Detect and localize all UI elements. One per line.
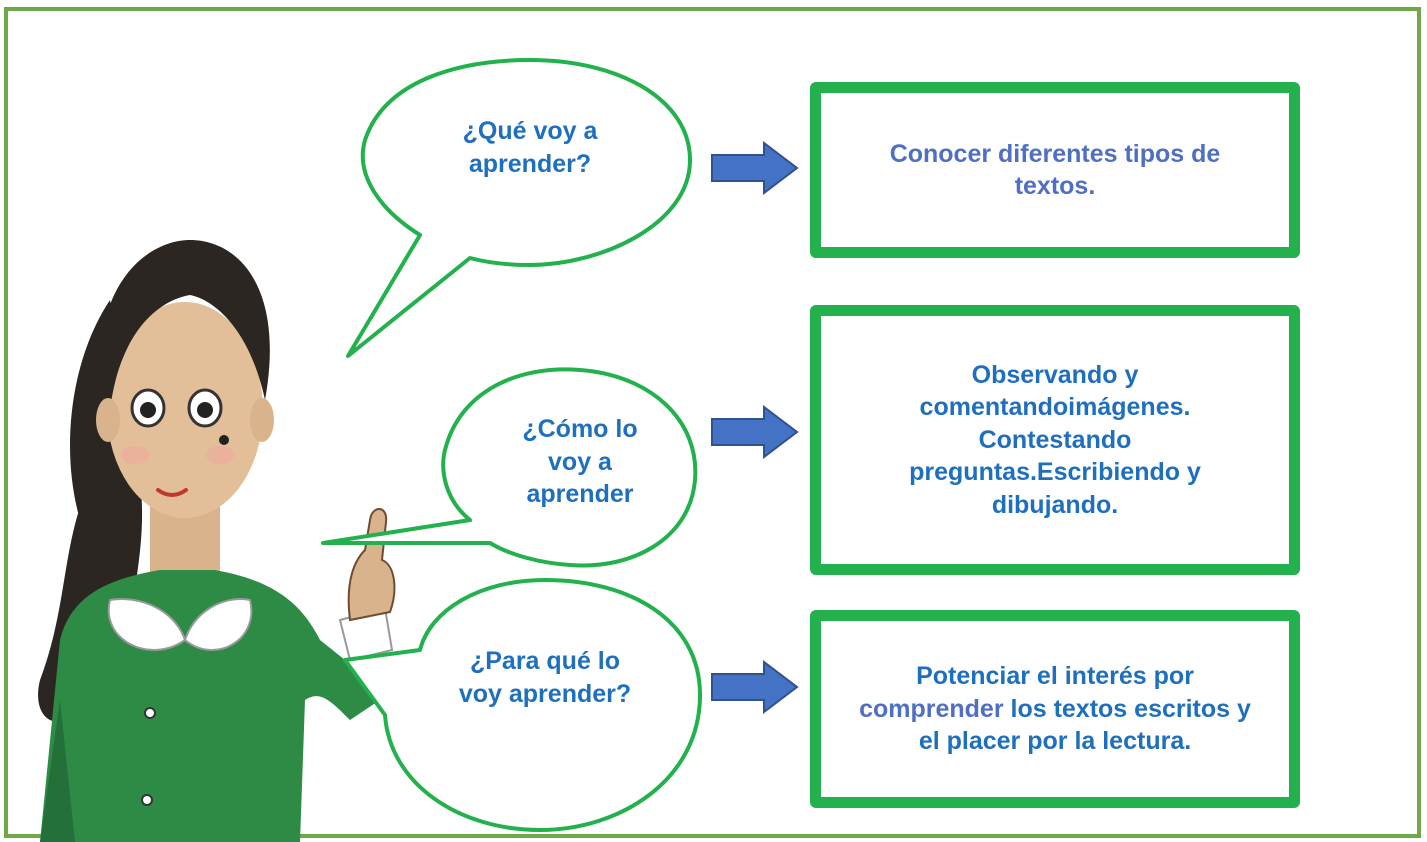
answer-que-text: Conocer diferentes tipos de textos. bbox=[889, 139, 1221, 201]
bubble-como bbox=[321, 367, 698, 568]
face bbox=[107, 302, 263, 518]
answer-para-after: los textos escritos y el placer por la l… bbox=[918, 694, 1251, 756]
collar-right bbox=[183, 598, 253, 651]
hair-top bbox=[99, 240, 270, 410]
answer-box-que: Conocer diferentes tipos de textos. bbox=[810, 82, 1300, 258]
mouth bbox=[156, 488, 188, 497]
arrow-que bbox=[711, 141, 799, 195]
left-cheek bbox=[121, 446, 149, 464]
question-para: ¿Para qué lo voy aprender? bbox=[458, 647, 632, 708]
answer-box-para: Potenciar el interés por comprender los … bbox=[810, 610, 1300, 808]
dress-button-2 bbox=[141, 794, 153, 806]
dress-button-1 bbox=[144, 707, 156, 719]
answer-como-text: Observando y comentandoimágenes. Contest… bbox=[909, 360, 1201, 519]
right-pupil bbox=[197, 402, 213, 418]
right-ear bbox=[250, 398, 274, 442]
arrow-como bbox=[711, 405, 799, 459]
answer-para-accent: comprender bbox=[859, 694, 1004, 723]
bubble-que bbox=[346, 58, 692, 358]
arrow-para bbox=[711, 660, 799, 714]
answer-para-text: Potenciar el interés por comprender los … bbox=[851, 660, 1259, 758]
page-frame bbox=[4, 7, 1421, 838]
left-pupil bbox=[140, 402, 156, 418]
question-como: ¿Cómo lo voy a aprender bbox=[522, 415, 638, 508]
answer-box-como: Observando y comentandoimágenes. Contest… bbox=[810, 305, 1300, 575]
bubble-para bbox=[343, 578, 702, 832]
question-que: ¿Qué voy a aprender? bbox=[462, 117, 598, 178]
answer-para-before: Potenciar el interés por bbox=[916, 662, 1194, 691]
right-cheek bbox=[206, 446, 234, 464]
left-ear bbox=[96, 398, 120, 442]
right-earring bbox=[219, 435, 229, 445]
dress-shade bbox=[40, 700, 75, 842]
